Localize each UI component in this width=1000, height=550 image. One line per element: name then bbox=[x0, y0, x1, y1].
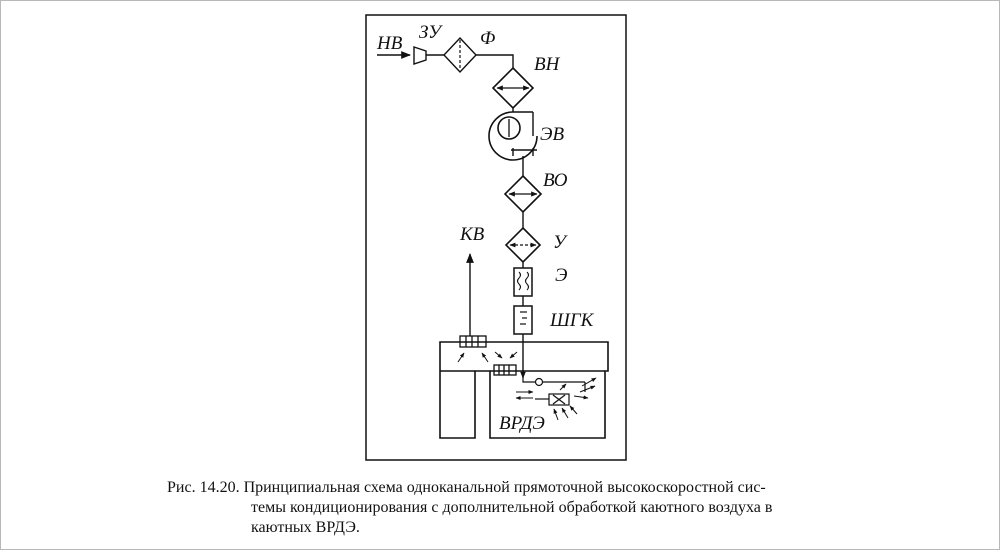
diagram-frame bbox=[365, 14, 627, 461]
label-nv: НВ bbox=[376, 33, 403, 54]
label-vo: ВО bbox=[543, 170, 568, 191]
label-e: Э bbox=[555, 265, 567, 286]
label-vn: ВН bbox=[534, 54, 561, 75]
label-kv: КВ bbox=[459, 224, 485, 245]
vrde-unit bbox=[522, 377, 586, 406]
label-ev: ЭВ bbox=[540, 124, 564, 145]
cooler-vo-symbol bbox=[503, 174, 543, 214]
label-shgk: ШГК bbox=[549, 310, 595, 331]
label-zu: ЗУ bbox=[419, 22, 443, 43]
silencer-shgk-symbol bbox=[513, 305, 533, 335]
label-vrde: ВРДЭ bbox=[499, 413, 545, 434]
fan-symbol bbox=[488, 111, 538, 161]
exhaust-airflow-arrows bbox=[457, 352, 489, 363]
label-u: У bbox=[553, 232, 568, 253]
caption-line-2: темы кондиционирования с дополнительной … bbox=[251, 499, 773, 516]
caption-line-3: каютных ВРДЭ. bbox=[251, 519, 360, 536]
transfer-airflow-arrows bbox=[494, 351, 518, 359]
filter-symbol bbox=[443, 36, 477, 74]
ventilation-schematic: НВ ЗУ Ф ВН ЭВ ВО У bbox=[365, 14, 627, 461]
humidifier-u-symbol bbox=[504, 226, 542, 264]
intake-louver bbox=[413, 46, 444, 65]
label-f: Ф bbox=[480, 28, 495, 49]
transfer-grille bbox=[493, 364, 517, 376]
duct-filter-to-heater bbox=[476, 54, 514, 68]
exhaust-grille bbox=[459, 335, 487, 348]
figure-caption: Рис. 14.20. Принципиальная схема однокан… bbox=[167, 478, 835, 538]
vrde-airflow-arrows bbox=[515, 377, 597, 421]
heater-vn-symbol bbox=[491, 66, 535, 110]
caption-line-1: Рис. 14.20. Принципиальная схема однокан… bbox=[167, 479, 766, 496]
eliminator-e-symbol bbox=[513, 267, 533, 297]
